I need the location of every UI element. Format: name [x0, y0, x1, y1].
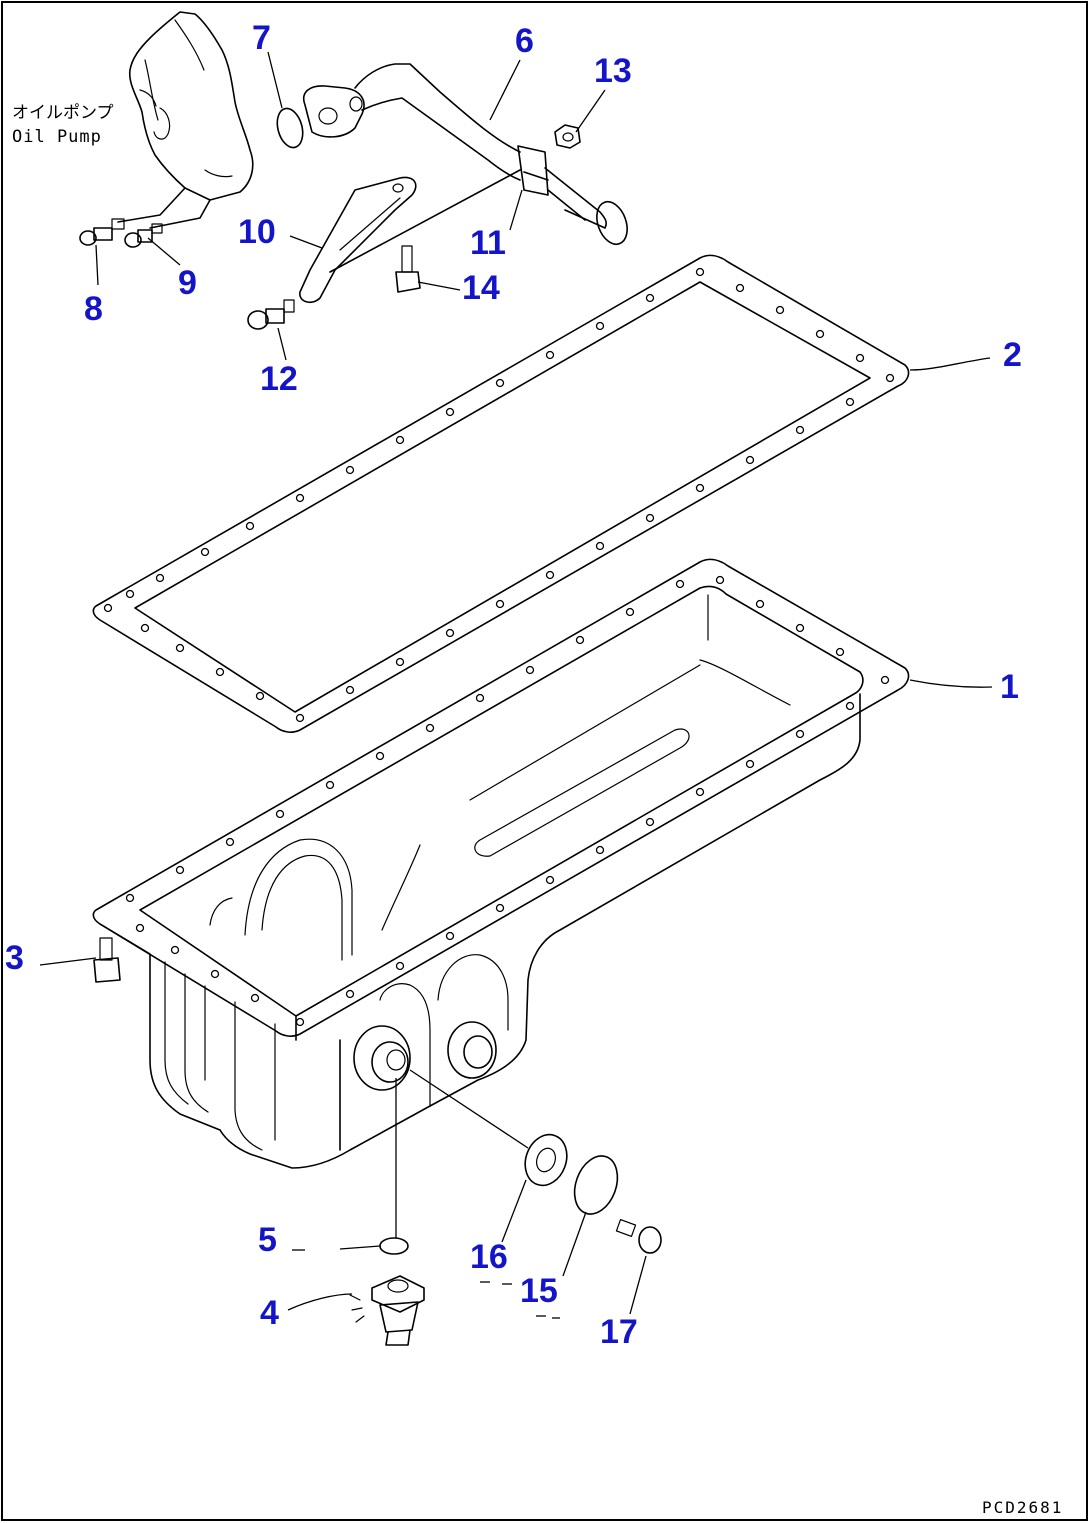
- callout-15: 15: [520, 1272, 558, 1310]
- bolt-8: [79, 218, 125, 246]
- nut-13: [554, 124, 581, 149]
- drain-plug-4: [349, 1275, 425, 1346]
- cover-15: [573, 1155, 619, 1215]
- bolt-3: [93, 937, 121, 983]
- bolt-14: [395, 245, 421, 293]
- callout-4: 4: [260, 1294, 279, 1332]
- callout-1: 1: [1000, 668, 1019, 706]
- oil-pan-1-holes: [125, 575, 890, 1027]
- callout-5: 5: [258, 1221, 277, 1259]
- o-ring-7: [276, 107, 304, 149]
- callout-numbers: 1 2 3 4 5 6 7 8 9 10 11 12 13 14 15 16 1…: [5, 19, 1022, 1351]
- callout-3: 3: [5, 939, 24, 977]
- oil-pump-label-jp: オイルポンプ: [12, 103, 114, 123]
- bolt-12: [247, 299, 295, 330]
- callout-7: 7: [252, 19, 271, 57]
- suction-pipe-6: [303, 63, 628, 246]
- drawing-code: PCD2681: [982, 1498, 1063, 1517]
- callout-13: 13: [594, 52, 632, 90]
- callout-6: 6: [515, 22, 534, 60]
- callout-2: 2: [1003, 336, 1022, 374]
- bracket-10: [299, 169, 521, 304]
- gasket-16: [524, 1133, 568, 1187]
- oil-pan-1: [92, 558, 910, 1169]
- callout-8: 8: [84, 290, 103, 328]
- callout-17: 17: [600, 1313, 638, 1351]
- washer-5: [379, 1237, 409, 1255]
- bolt-9: [124, 223, 163, 248]
- gasket-2-holes: [103, 267, 895, 723]
- callout-11: 11: [470, 224, 506, 262]
- oil-pump-label-en: Oil Pump: [12, 127, 102, 147]
- bolt-17: [615, 1219, 662, 1254]
- callout-14: 14: [462, 269, 500, 307]
- callout-10: 10: [238, 213, 276, 251]
- leader-lines: [39, 51, 993, 1319]
- callout-9: 9: [178, 264, 197, 302]
- callout-12: 12: [260, 360, 298, 398]
- gasket-2: [92, 254, 910, 733]
- oil-pump-housing: [117, 11, 254, 229]
- callout-16: 16: [470, 1238, 508, 1276]
